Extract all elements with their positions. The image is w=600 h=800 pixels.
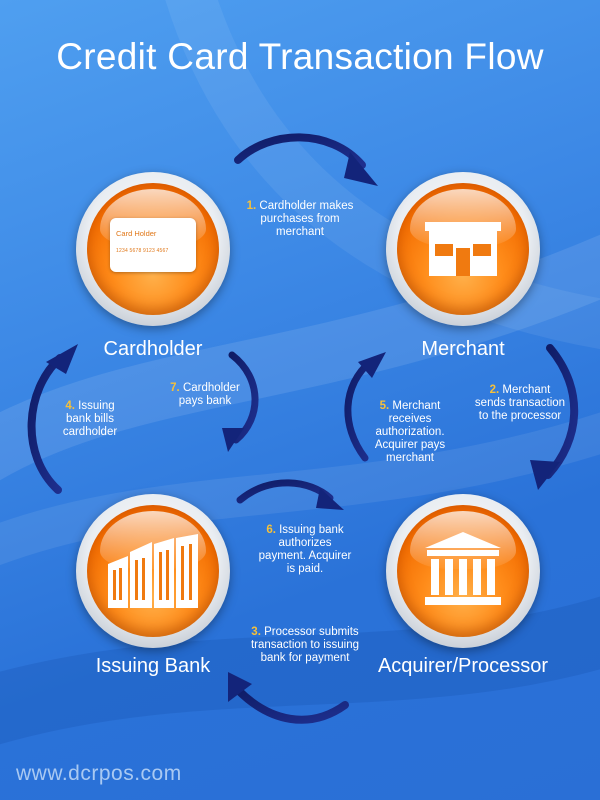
step-1-line-3: merchant bbox=[276, 226, 324, 238]
step-4-line-1: Issuing bbox=[78, 400, 115, 412]
step-2-line-2: sends transaction bbox=[474, 397, 566, 409]
step-6-line-4: is paid. bbox=[286, 563, 324, 575]
credit-card-icon: Card Holder 1234 5678 9123 4567 bbox=[110, 218, 196, 272]
step-5-line-1: Merchant bbox=[392, 400, 441, 412]
step-1-line-1: Cardholder makes bbox=[259, 200, 354, 212]
step-3-text: 3. Processor submits transaction to issu… bbox=[225, 626, 385, 665]
arrow-4-issuing-bank-to-cardholder bbox=[27, 344, 78, 494]
step-5-number: 5. bbox=[379, 400, 390, 412]
merchant-label: Merchant bbox=[421, 338, 505, 360]
arrow-5-acquirer-to-merchant bbox=[344, 352, 386, 462]
page-title: Credit Card Transaction Flow bbox=[56, 36, 544, 77]
step-5-line-4: Acquirer pays bbox=[374, 439, 446, 451]
arrow-6-issuing-bank-to-acquirer bbox=[236, 479, 344, 510]
step-7-number: 7. bbox=[170, 382, 180, 394]
step-5-line-2: receives bbox=[388, 413, 432, 425]
step-2-line-1: Merchant bbox=[502, 384, 551, 396]
step-6-line-3: payment. Acquirer bbox=[258, 550, 352, 562]
issuing-bank-label: Issuing Bank bbox=[95, 655, 211, 677]
storefront-icon bbox=[425, 222, 501, 276]
merchant-node bbox=[386, 172, 540, 326]
step-3-line-1: Processor submits bbox=[264, 626, 359, 638]
step-4-line-2: bank bills bbox=[66, 413, 114, 425]
arrow-7-cardholder-to-issuing-bank bbox=[222, 351, 259, 452]
arrow-2-merchant-to-acquirer bbox=[530, 344, 579, 490]
step-6-line-1: Issuing bank bbox=[279, 524, 344, 536]
step-3-number: 3. bbox=[251, 626, 261, 638]
step-5-text: 5. Merchant receives authorization. Acqu… bbox=[360, 400, 460, 465]
step-1-text: 1. Cardholder makes purchases from merch… bbox=[220, 200, 380, 239]
step-6-number: 6. bbox=[266, 524, 276, 536]
cardholder-label: Cardholder bbox=[103, 338, 203, 360]
cardholder-node: Card Holder 1234 5678 9123 4567 bbox=[76, 172, 230, 326]
step-6-text: 6. Issuing bank authorizes payment. Acqu… bbox=[250, 524, 360, 576]
bank-building-icon bbox=[425, 532, 501, 605]
acquirer-processor-node bbox=[386, 494, 540, 648]
step-4-number: 4. bbox=[65, 400, 75, 412]
step-6-line-2: authorizes bbox=[278, 537, 332, 549]
step-5-line-5: merchant bbox=[386, 452, 434, 464]
step-7-line-1: Cardholder bbox=[182, 382, 240, 394]
step-7-text: 7. Cardholder pays bank bbox=[150, 382, 260, 408]
step-5-line-3: authorization. bbox=[375, 426, 445, 438]
step-1-line-2: purchases from bbox=[260, 213, 340, 225]
step-7-line-2: pays bank bbox=[178, 395, 232, 407]
step-3-line-2: transaction to issuing bbox=[250, 639, 360, 651]
step-2-number: 2. bbox=[489, 384, 500, 396]
arrow-1-cardholder-to-merchant bbox=[234, 133, 378, 186]
step-2-text: 2. Merchant sends transaction to the pro… bbox=[455, 384, 585, 423]
step-3-line-3: bank for payment bbox=[260, 652, 350, 664]
office-buildings-icon bbox=[108, 534, 198, 608]
step-4-line-3: cardholder bbox=[62, 426, 118, 438]
acquirer-processor-label: Acquirer/Processor bbox=[377, 655, 549, 677]
card-number-text: 1234 5678 9123 4567 bbox=[116, 248, 169, 254]
card-holder-text: Card Holder bbox=[116, 229, 157, 238]
issuing-bank-node bbox=[76, 494, 230, 648]
arrow-3-acquirer-to-issuing-bank bbox=[228, 672, 349, 724]
website-url: www.dcrpos.com bbox=[16, 762, 182, 785]
step-4-text: 4. Issuing bank bills cardholder bbox=[40, 400, 140, 439]
step-1-number: 1. bbox=[246, 200, 257, 212]
step-2-line-3: to the processor bbox=[478, 410, 562, 422]
